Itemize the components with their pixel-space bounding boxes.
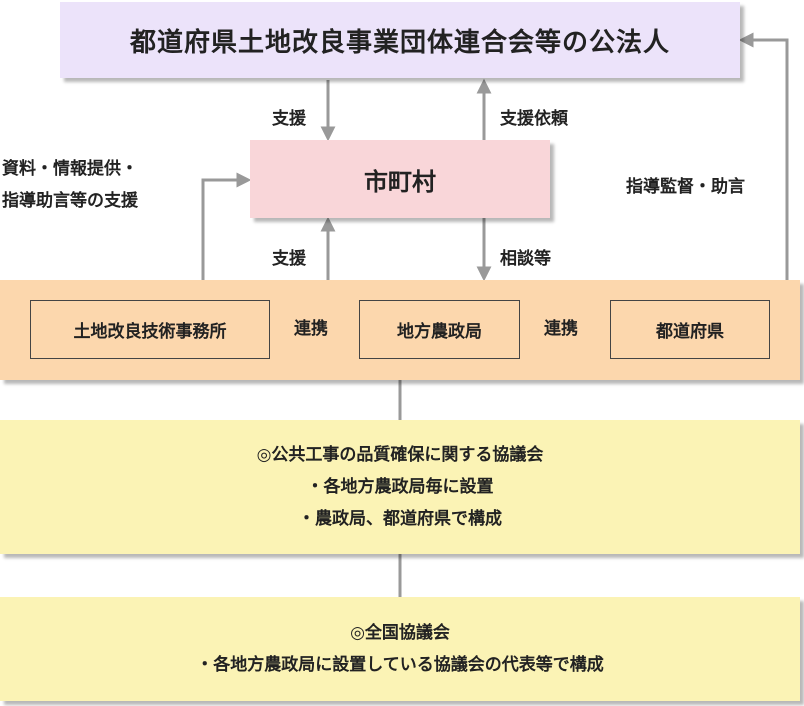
- support-request-label: 支援依頼: [500, 109, 568, 129]
- national-council-title: ◎全国協議会: [350, 623, 450, 643]
- national-council-line1: ・各地方農政局に設置している協議会の代表等で構成: [196, 655, 604, 675]
- support-label-upper: 支援: [272, 109, 306, 129]
- arrow-office-to-city: [201, 172, 252, 280]
- land-improvement-office-box: 土地改良技術事務所: [30, 300, 270, 359]
- materials-support-label-2: 指導助言等の支援: [2, 191, 138, 211]
- cooperation-label-right: 連携: [544, 319, 578, 339]
- prefecture-box: 都道府県: [610, 300, 770, 359]
- consultation-label: 相談等: [500, 249, 551, 269]
- support-label-lower: 支援: [272, 249, 306, 269]
- arrow-prefecture-to-top: [738, 32, 789, 280]
- materials-support-label-1: 資料・情報提供・: [2, 159, 138, 179]
- quality-council-line2: ・農政局、都道府県で構成: [298, 509, 502, 529]
- regional-bureau-box: 地方農政局: [359, 300, 520, 359]
- supervision-label: 指導監督・助言: [626, 177, 745, 197]
- cooperation-label-left: 連携: [294, 319, 328, 339]
- quality-council-title: ◎公共工事の品質確保に関する協議会: [256, 445, 544, 465]
- municipality-label: 市町村: [364, 167, 436, 196]
- land-improvement-office-label: 土地改良技術事務所: [73, 322, 227, 342]
- quality-council-box: ◎公共工事の品質確保に関する協議会 ・各地方農政局毎に設置 ・農政局、都道府県で…: [0, 420, 800, 554]
- public-corporation-box: 都道府県土地改良事業団体連合会等の公法人: [60, 2, 740, 78]
- regional-bureau-label: 地方農政局: [397, 322, 482, 342]
- public-corporation-label: 都道府県土地改良事業団体連合会等の公法人: [129, 27, 670, 58]
- quality-council-line1: ・各地方農政局毎に設置: [306, 477, 494, 497]
- municipality-box: 市町村: [250, 140, 550, 218]
- prefecture-label: 都道府県: [656, 322, 724, 342]
- national-council-box: ◎全国協議会 ・各地方農政局に設置している協議会の代表等で構成: [0, 597, 800, 701]
- organization-band: [0, 280, 800, 380]
